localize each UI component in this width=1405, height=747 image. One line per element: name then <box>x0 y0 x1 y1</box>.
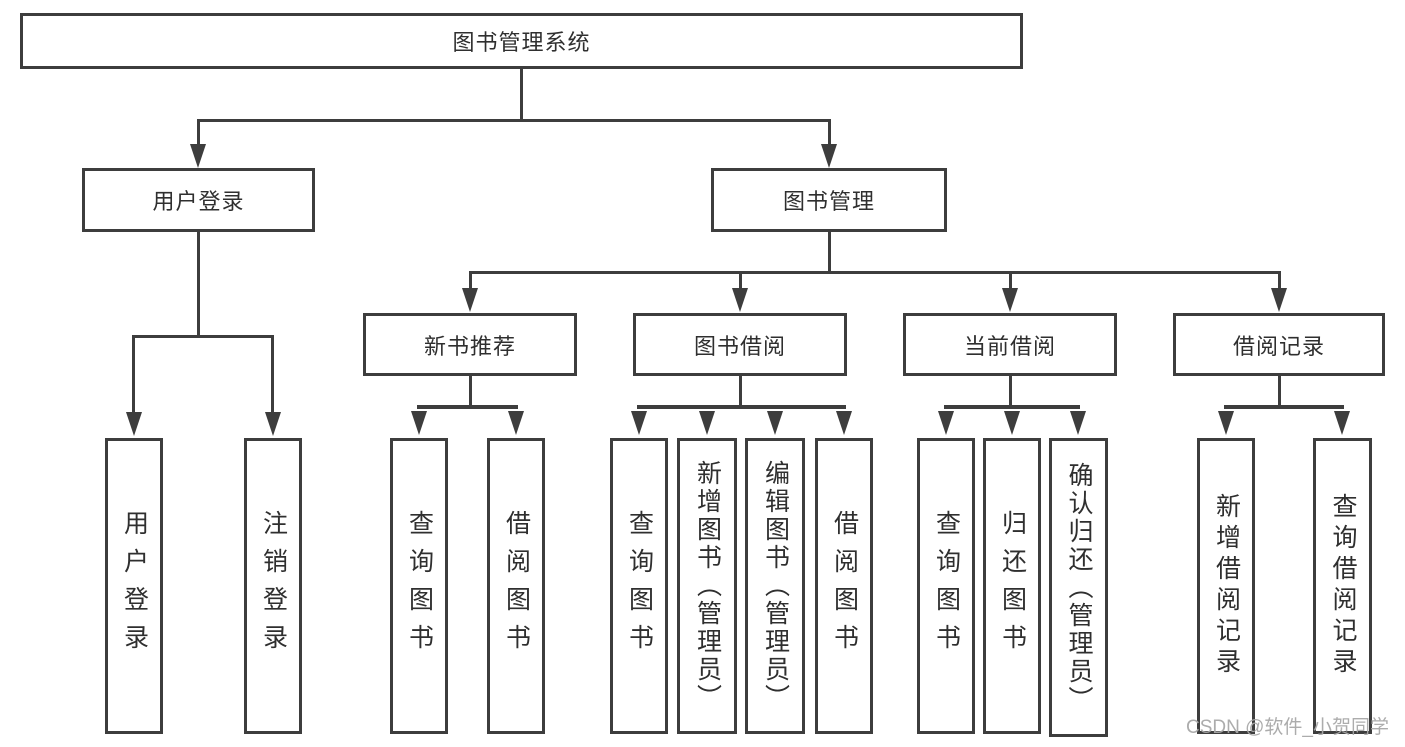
leaf-user-login: 用户登录 <box>105 438 163 734</box>
connector-line <box>197 232 200 338</box>
leaf-add-book-admin: 新增图书（管理员） <box>677 438 737 734</box>
arrowhead-down-icon <box>631 411 647 435</box>
connector-line <box>739 271 742 290</box>
arrowhead-down-icon <box>411 411 427 435</box>
connector-line <box>271 335 274 414</box>
arrowhead-down-icon <box>1002 288 1018 312</box>
arrowhead-down-icon <box>699 411 715 435</box>
node-user-login: 用户登录 <box>82 168 315 232</box>
leaf-edit-book-admin: 编辑图书（管理员） <box>745 438 805 734</box>
connector-line <box>469 271 1281 274</box>
node-current-borrow: 当前借阅 <box>903 313 1117 376</box>
connector-line <box>1224 405 1344 409</box>
leaf-borrow-books-1-label: 借阅图书 <box>502 510 531 662</box>
connector-line <box>1009 376 1012 407</box>
arrowhead-down-icon <box>767 411 783 435</box>
arrowhead-down-icon <box>265 412 281 436</box>
leaf-query-books-1-label: 查询图书 <box>405 510 434 662</box>
arrowhead-down-icon <box>126 412 142 436</box>
connector-line <box>520 68 523 121</box>
node-book-borrow: 图书借阅 <box>633 313 847 376</box>
connector-line <box>132 335 274 338</box>
arrowhead-down-icon <box>836 411 852 435</box>
node-borrow-records-label: 借阅记录 <box>1232 333 1325 359</box>
connector-line <box>132 335 135 414</box>
arrowhead-down-icon <box>1070 411 1086 435</box>
leaf-query-borrow-record: 查询借阅记录 <box>1313 438 1372 734</box>
node-book-management-label: 图书管理 <box>782 189 875 214</box>
arrowhead-down-icon <box>732 288 748 312</box>
leaf-query-borrow-record-label: 查询借阅记录 <box>1329 493 1357 679</box>
leaf-add-book-admin-label: 新增图书（管理员） <box>693 460 722 712</box>
leaf-return-book: 归还图书 <box>983 438 1041 734</box>
connector-line <box>197 119 831 122</box>
connector-line <box>1278 376 1281 407</box>
arrowhead-down-icon <box>508 411 524 435</box>
connector-line <box>1009 271 1012 290</box>
arrowhead-down-icon <box>190 144 206 168</box>
arrowhead-down-icon <box>821 144 837 168</box>
node-new-book-recommend: 新书推荐 <box>363 313 577 376</box>
connector-line <box>944 405 1080 409</box>
arrowhead-down-icon <box>1334 411 1350 435</box>
leaf-query-books-2: 查询图书 <box>610 438 668 734</box>
leaf-query-books-3: 查询图书 <box>917 438 975 734</box>
leaf-edit-book-admin-label: 编辑图书（管理员） <box>761 460 790 712</box>
node-current-borrow-label: 当前借阅 <box>963 333 1056 359</box>
node-new-book-recommend-label: 新书推荐 <box>423 333 516 359</box>
arrowhead-down-icon <box>1271 288 1287 312</box>
leaf-confirm-return-admin-label: 确认归还（管理员） <box>1065 461 1093 714</box>
arrowhead-down-icon <box>462 288 478 312</box>
node-book-borrow-label: 图书借阅 <box>693 333 786 359</box>
arrowhead-down-icon <box>1218 411 1234 435</box>
leaf-borrow-books-2-label: 借阅图书 <box>830 510 859 662</box>
arrowhead-down-icon <box>1004 411 1020 435</box>
leaf-borrow-books-1: 借阅图书 <box>487 438 545 734</box>
leaf-return-book-label: 归还图书 <box>998 510 1027 662</box>
leaf-confirm-return-admin: 确认归还（管理员） <box>1049 438 1108 737</box>
connector-line <box>637 405 846 409</box>
node-borrow-records: 借阅记录 <box>1173 313 1385 376</box>
connector-line <box>1278 271 1281 290</box>
connector-line <box>469 271 472 290</box>
leaf-logout: 注销登录 <box>244 438 302 734</box>
connector-line <box>469 376 472 407</box>
node-root-label: 图书管理系统 <box>452 30 591 55</box>
leaf-query-books-1: 查询图书 <box>390 438 448 734</box>
leaf-query-books-2-label: 查询图书 <box>625 510 654 662</box>
connector-line <box>828 119 831 149</box>
leaf-borrow-books-2: 借阅图书 <box>815 438 873 734</box>
arrowhead-down-icon <box>938 411 954 435</box>
node-user-login-label: 用户登录 <box>152 189 245 214</box>
leaf-add-borrow-record-label: 新增借阅记录 <box>1212 493 1241 679</box>
node-book-management: 图书管理 <box>711 168 947 232</box>
leaf-user-login-label: 用户登录 <box>120 510 149 662</box>
leaf-logout-label: 注销登录 <box>259 510 288 662</box>
leaf-query-books-3-label: 查询图书 <box>932 510 961 662</box>
connector-line <box>828 232 831 274</box>
connector-line <box>739 376 742 407</box>
node-root: 图书管理系统 <box>20 13 1023 69</box>
connector-line <box>417 405 518 409</box>
watermark: CSDN @软件_小贺同学 <box>1186 717 1389 738</box>
connector-line <box>197 119 200 149</box>
leaf-add-borrow-record: 新增借阅记录 <box>1197 438 1255 734</box>
